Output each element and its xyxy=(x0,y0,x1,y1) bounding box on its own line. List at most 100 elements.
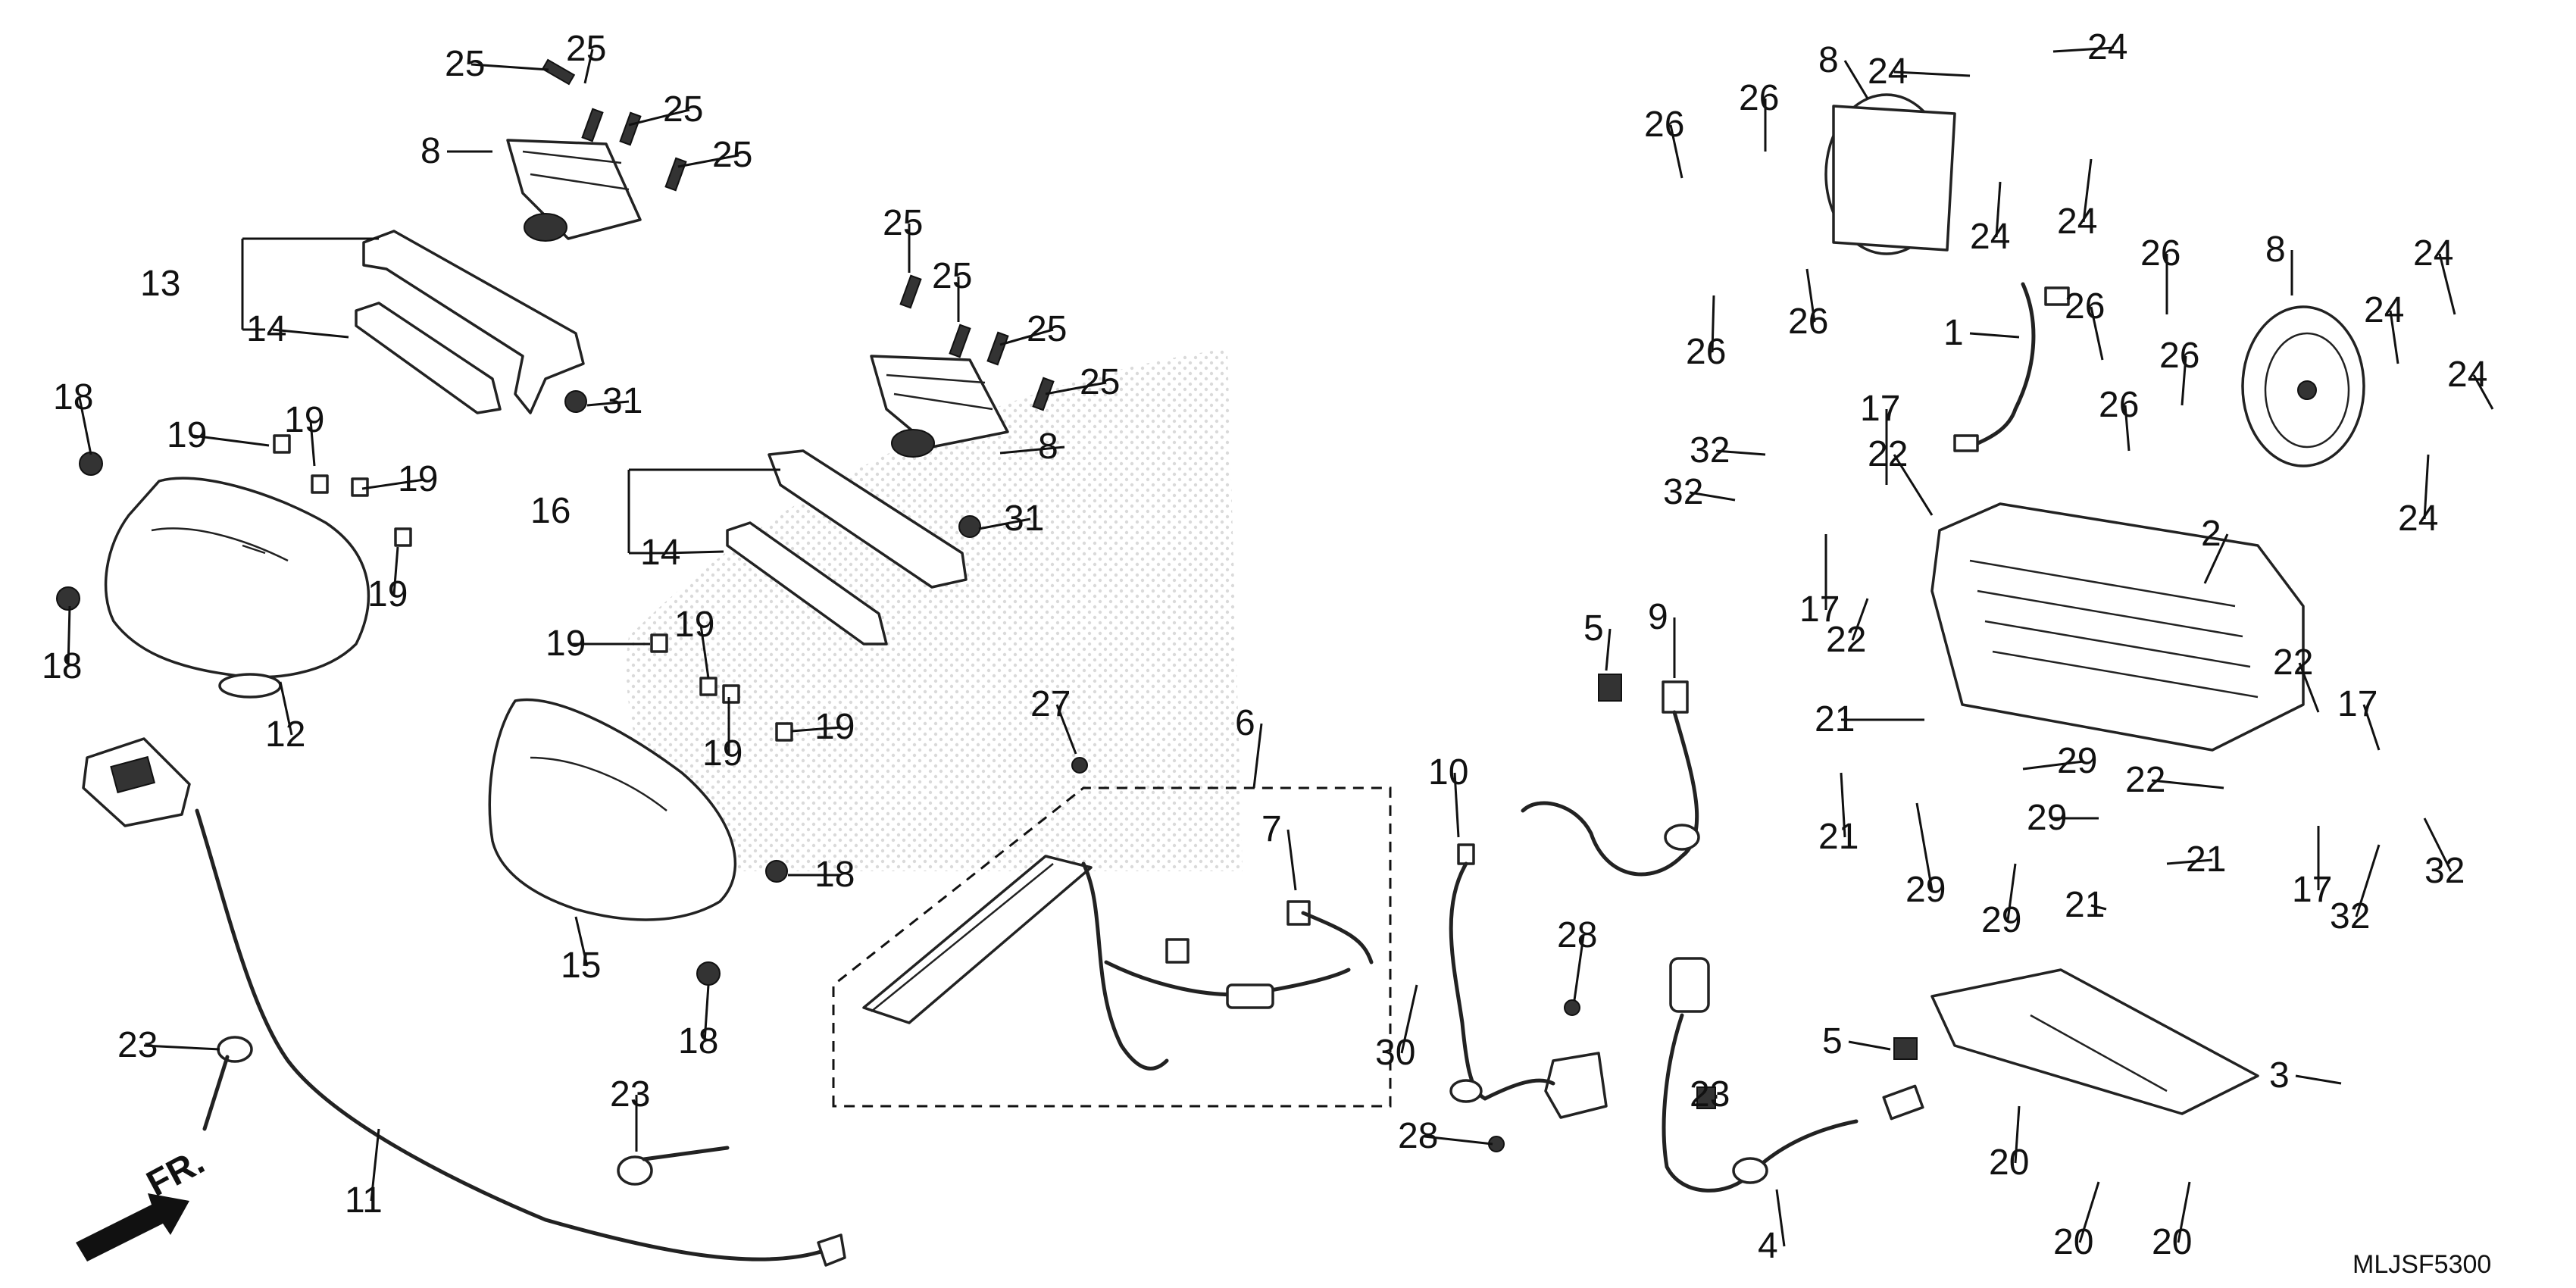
callout-leader-c6 xyxy=(1252,723,1263,789)
callout-c7: 7 xyxy=(1261,809,1282,849)
callout-c8d: 8 xyxy=(2265,230,2286,270)
drawing-code: MLJSF5300 xyxy=(2352,1250,2491,1279)
callout-c19f: 19 xyxy=(674,605,714,645)
callout-c25a: 25 xyxy=(445,44,485,84)
callout-c25c: 25 xyxy=(663,89,703,130)
callout-leader-c21b xyxy=(1840,772,1846,838)
callout-leader-c25g xyxy=(999,328,1054,346)
callout-c22a: 22 xyxy=(1868,434,1908,474)
left-speaker-assembly xyxy=(104,139,642,699)
callout-leader-c20c xyxy=(2177,1181,2191,1243)
callout-c25e: 25 xyxy=(883,203,923,243)
callout-leader-c2 xyxy=(2203,533,2229,584)
callout-c24b: 24 xyxy=(2087,27,2127,67)
callout-leader-c8b xyxy=(999,445,1065,455)
callout-c32b: 32 xyxy=(1663,472,1703,512)
callout-leader-c28b xyxy=(1424,1135,1493,1146)
callout-c18a: 18 xyxy=(53,377,93,417)
callout-leader-c19h xyxy=(791,726,842,733)
callout-leader-c18d xyxy=(703,984,710,1043)
callout-leader-c24a xyxy=(1893,70,1971,77)
callout-c19b: 19 xyxy=(284,400,324,440)
callout-c24f: 24 xyxy=(2364,290,2404,330)
callout-c29c: 29 xyxy=(2027,798,2067,838)
callout-leader-c7 xyxy=(1286,829,1297,891)
callout-leader-c14a xyxy=(272,328,349,339)
callout-c26f: 26 xyxy=(2065,286,2105,327)
callout-leader-c24e xyxy=(2438,253,2456,315)
callout-c8c: 8 xyxy=(1818,40,1839,80)
callout-c26e: 26 xyxy=(2140,233,2181,274)
callout-c17b: 17 xyxy=(1799,589,1840,630)
callout-leader-c32a xyxy=(1715,449,1766,456)
callout-leader-c22c xyxy=(2298,662,2320,713)
callout-leader-c32b xyxy=(1689,491,1736,502)
callout-c20a: 20 xyxy=(1989,1143,2029,1183)
callout-leader-c20b xyxy=(2078,1181,2100,1243)
module-box-6 xyxy=(832,757,1392,1108)
callout-leader-c25d xyxy=(677,154,739,168)
callout-leader-c25h xyxy=(1045,381,1107,395)
callout-leader-c24f xyxy=(2389,310,2399,364)
callout-leader-c22d xyxy=(2151,779,2224,789)
callout-leader-c26a xyxy=(1669,124,1683,179)
callout-c19c: 19 xyxy=(398,459,438,499)
callout-c19a: 19 xyxy=(167,415,207,455)
callout-c11: 11 xyxy=(345,1180,383,1221)
callout-c19d: 19 xyxy=(367,574,408,614)
callout-leader-c3 xyxy=(2295,1074,2342,1085)
callout-leader-c20a xyxy=(2014,1105,2021,1164)
callout-c15: 15 xyxy=(561,946,601,986)
callout-c32c: 32 xyxy=(2424,851,2465,891)
callout-leader-c21d xyxy=(2090,904,2107,911)
callout-c28a: 28 xyxy=(1557,915,1597,955)
callout-c18d: 18 xyxy=(678,1021,718,1061)
callout-leader-c29a xyxy=(1915,802,1934,891)
callout-c18b: 18 xyxy=(42,646,82,686)
callout-c4: 4 xyxy=(1758,1226,1778,1266)
callout-c25f: 25 xyxy=(932,256,972,296)
callout-c26a: 26 xyxy=(1644,105,1684,145)
callout-c3: 3 xyxy=(2269,1055,2290,1096)
callout-leader-c19f xyxy=(699,624,710,679)
callout-leader-c12 xyxy=(279,681,293,736)
callout-leader-c4 xyxy=(1775,1189,1786,1247)
callout-c23a: 23 xyxy=(117,1025,158,1065)
callout-leader-c25b xyxy=(583,48,594,84)
callout-c29b: 29 xyxy=(2057,741,2097,781)
right-speakers-and-amplifier xyxy=(1824,93,2365,1115)
callout-leader-c26c xyxy=(1711,295,1715,353)
callout-c25h: 25 xyxy=(1080,362,1120,402)
callout-leader-c18b xyxy=(67,605,71,667)
callout-c23c: 23 xyxy=(1690,1074,1730,1114)
callout-c22b: 22 xyxy=(1826,620,1866,660)
callout-c9: 9 xyxy=(1648,597,1668,637)
callout-leader-c8c xyxy=(1843,60,1869,99)
callout-c6: 6 xyxy=(1235,703,1255,743)
callout-leader-c21c xyxy=(2166,858,2213,865)
callout-c24g: 24 xyxy=(2447,355,2487,395)
callout-leader-c18a xyxy=(78,397,92,455)
callout-c31b: 31 xyxy=(1004,499,1044,539)
callout-leader-c24b xyxy=(2052,46,2115,53)
callout-c22d: 22 xyxy=(2125,760,2165,800)
callout-c32d: 32 xyxy=(2330,896,2370,936)
callout-c29d: 29 xyxy=(1981,900,2021,940)
leader-16 xyxy=(627,468,780,555)
callout-leader-c24g xyxy=(2472,374,2494,410)
callout-leader-c14b xyxy=(666,550,724,555)
callout-c21b: 21 xyxy=(1818,817,1859,857)
callout-c22c: 22 xyxy=(2273,642,2313,683)
callout-leader-c17c xyxy=(2362,704,2381,751)
callout-c23b: 23 xyxy=(610,1074,650,1114)
callout-c21a: 21 xyxy=(1815,699,1855,739)
callout-leader-c19c xyxy=(361,478,425,490)
callout-leader-c25a xyxy=(470,63,549,71)
callout-leader-c15 xyxy=(574,916,589,967)
callout-c24h: 24 xyxy=(2398,499,2438,539)
callout-c14a: 14 xyxy=(246,309,286,349)
callout-leader-c30 xyxy=(1400,984,1418,1054)
callout-leader-c24c xyxy=(1995,181,2002,238)
